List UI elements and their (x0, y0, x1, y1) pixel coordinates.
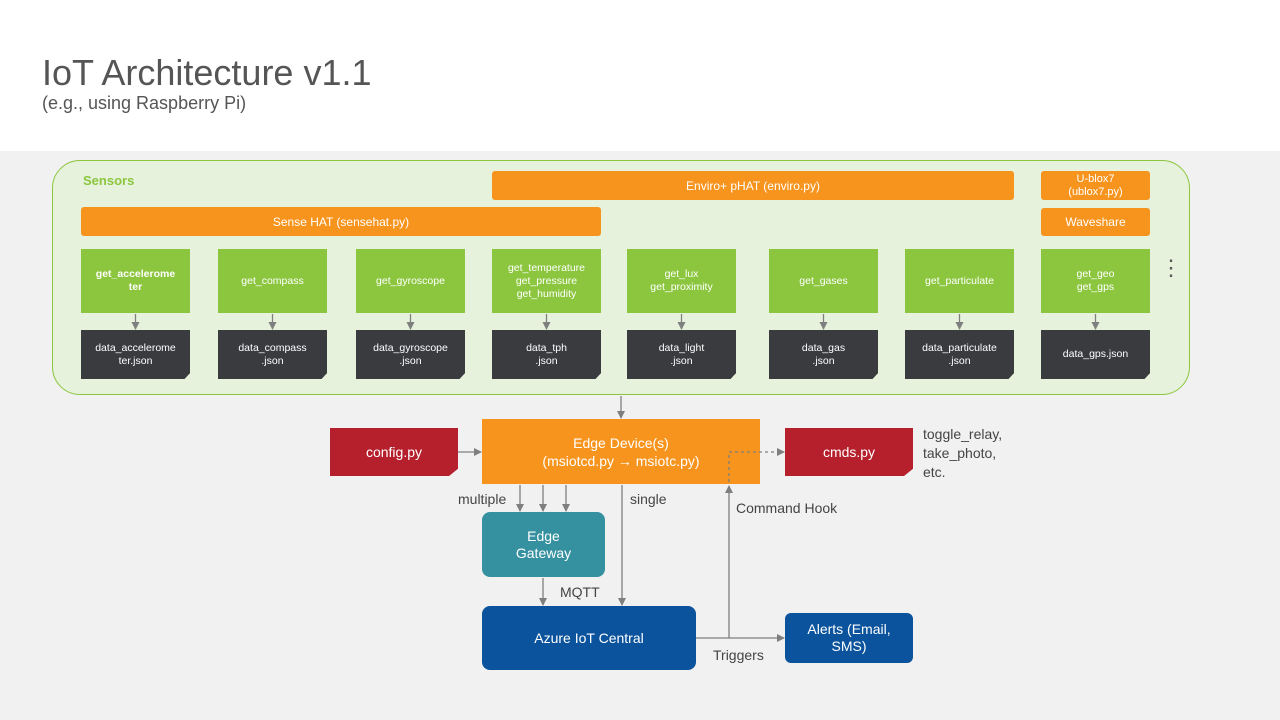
azure-iot-central-box: Azure IoT Central (482, 606, 696, 670)
command-examples: toggle_relay, take_photo, etc. (923, 426, 1003, 480)
sensor-function-box: get_compass (218, 249, 327, 313)
data-file-box: data_particulate .json (905, 330, 1014, 379)
triggers-label: Triggers (713, 647, 764, 663)
sensor-function-box: get_geo get_gps (1041, 249, 1150, 313)
data-file-box: data_tph .json (492, 330, 601, 379)
sensor-function-box: get_particulate (905, 249, 1014, 313)
edge-device-box: Edge Device(s) (msiotcd.py → msiotc.py) (482, 419, 760, 484)
data-file-box: data_gas .json (769, 330, 878, 379)
more-ellipsis-icon: ⋮ (1160, 255, 1182, 280)
ublox7-bar: U-blox7 (ublox7.py) (1041, 171, 1150, 200)
data-file-box: data_gyroscope .json (356, 330, 465, 379)
sensor-function-box: get_gyroscope (356, 249, 465, 313)
sensor-function-box: get_accelerome ter (81, 249, 190, 313)
alerts-box: Alerts (Email, SMS) (785, 613, 913, 663)
sensor-function-box: get_lux get_proximity (627, 249, 736, 313)
command-hook-label: Command Hook (736, 500, 838, 516)
sensor-function-box: get_gases (769, 249, 878, 313)
sensor-function-box: get_temperature get_pressure get_humidit… (492, 249, 601, 313)
data-file-box: data_light .json (627, 330, 736, 379)
enviro-phat-bar: Enviro+ pHAT (enviro.py) (492, 171, 1014, 200)
data-file-box: data_accelerome ter.json (81, 330, 190, 379)
single-label: single (630, 491, 667, 507)
page-subtitle: (e.g., using Raspberry Pi) (42, 93, 247, 113)
sensors-label: Sensors (83, 173, 135, 188)
multiple-label: multiple (458, 491, 507, 507)
cmds-file-box: cmds.py (785, 428, 913, 476)
waveshare-bar: Waveshare (1041, 208, 1150, 236)
sense-hat-bar: Sense HAT (sensehat.py) (81, 207, 601, 236)
config-file-box: config.py (330, 428, 458, 476)
data-file-box: data_compass .json (218, 330, 327, 379)
page-title: IoT Architecture v1.1 (42, 52, 372, 93)
edge-gateway-box: Edge Gateway (482, 512, 605, 577)
mqtt-label: MQTT (560, 584, 600, 600)
data-file-box: data_gps.json (1041, 330, 1150, 379)
